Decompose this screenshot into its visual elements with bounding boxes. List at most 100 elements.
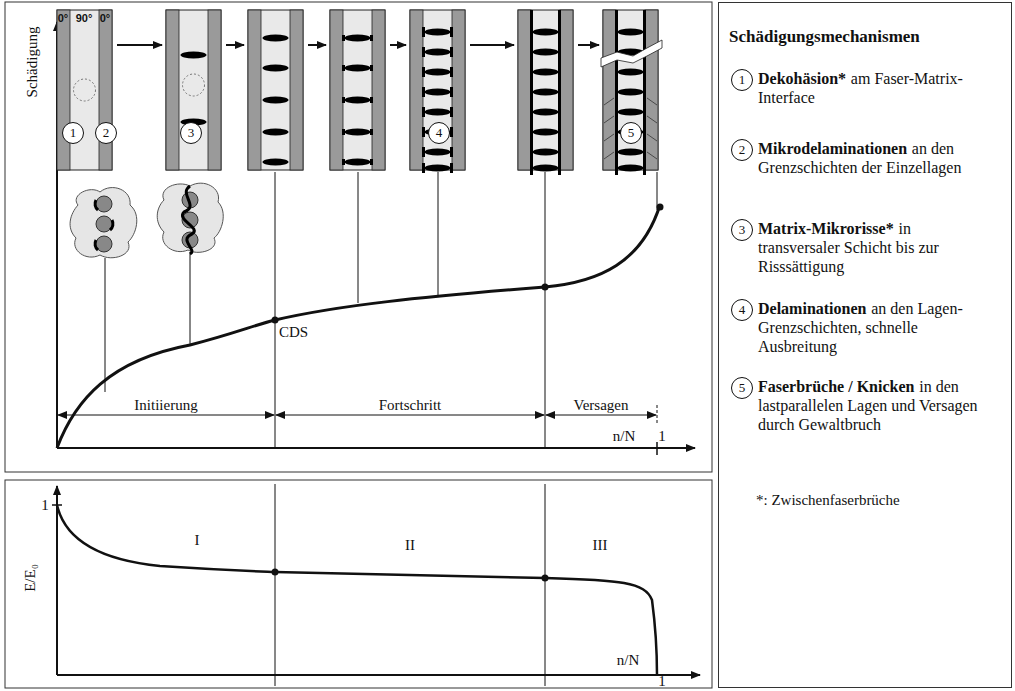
ply-0 — [248, 10, 261, 170]
sequence-arrow — [226, 44, 244, 46]
matrix-crack — [425, 49, 451, 56]
leader-line — [438, 172, 439, 297]
delamination — [422, 163, 425, 173]
matrix-crack — [533, 29, 559, 36]
curve-point — [272, 317, 279, 324]
phase-end — [657, 405, 658, 425]
delamination — [342, 159, 345, 165]
ply-0 — [290, 10, 303, 170]
phase-number: III — [593, 537, 608, 554]
mechanism-title: Delaminationen — [758, 300, 866, 317]
phase-number: II — [405, 537, 415, 554]
phase-label: Initiierung — [132, 397, 199, 414]
matrix-crack — [425, 89, 451, 96]
phase-arrow — [546, 415, 656, 416]
matrix-crack — [533, 49, 559, 56]
matrix-crack — [533, 89, 559, 96]
matrix-crack — [345, 97, 371, 104]
callout-number: 3 — [739, 222, 746, 238]
delamination — [450, 127, 453, 137]
delamination — [422, 147, 425, 157]
callout-circle: 5 — [731, 377, 753, 399]
mechanism-entry: Dekohäsion*am Faser-Matrix-Interface — [758, 69, 993, 107]
phase-line — [275, 172, 276, 448]
specimen — [603, 10, 658, 170]
ply-0 — [410, 10, 423, 170]
ply-0 — [330, 10, 343, 170]
mechanism-entry: Faserbrüche / Knickenin den lastparallel… — [758, 377, 993, 435]
tick — [656, 442, 658, 455]
callout-number: 1 — [739, 72, 746, 88]
fracture — [601, 40, 662, 67]
matrix-crack — [618, 109, 644, 116]
axis-label: Schädigung — [24, 27, 41, 98]
x-axis — [57, 674, 700, 676]
matrix-crack — [425, 165, 451, 172]
callout-number: 5 — [739, 380, 746, 396]
detail-marker — [183, 74, 205, 96]
matrix-crack — [263, 159, 289, 166]
ply-0 — [99, 10, 112, 170]
sequence-arrow — [308, 44, 326, 46]
matrix-crack — [425, 149, 451, 156]
matrix-crack — [263, 97, 289, 104]
matrix-crack — [618, 165, 644, 172]
matrix-crack — [533, 69, 559, 76]
matrix-crack — [618, 149, 644, 156]
footnote: *: Zwischenfaserbrüche — [756, 492, 900, 509]
ply-0 — [452, 10, 465, 170]
x-axis — [57, 447, 695, 449]
delamination — [450, 27, 453, 37]
delamination — [370, 35, 373, 41]
matrix-crack — [618, 29, 644, 36]
delamination — [422, 87, 425, 97]
delamination — [370, 97, 373, 103]
delamination — [370, 65, 373, 71]
specimen — [410, 10, 465, 170]
fibre-kink — [604, 98, 614, 105]
delamination — [615, 10, 618, 170]
phase-line — [275, 484, 276, 686]
ply-0 — [208, 10, 221, 170]
delamination — [450, 67, 453, 77]
matrix-crack — [345, 129, 371, 136]
delamination — [422, 107, 425, 117]
y-axis — [56, 486, 58, 675]
micro-view — [157, 183, 223, 254]
callout-circle: 3 — [731, 219, 753, 241]
matrix-crack — [345, 159, 371, 166]
delamination — [342, 35, 345, 41]
fibre-kink — [604, 116, 614, 123]
ply-0 — [518, 10, 531, 170]
delamination — [450, 107, 453, 117]
sequence-arrow — [390, 44, 406, 46]
panel-frame — [5, 480, 712, 688]
ply-angle: 90° — [76, 12, 93, 24]
callout-number: 2 — [103, 125, 110, 141]
matrix-crack — [181, 52, 207, 59]
matrix-crack — [533, 165, 559, 172]
phase-label: Fortschritt — [377, 397, 444, 414]
delamination — [643, 10, 646, 170]
delamination — [422, 67, 425, 77]
delamination — [558, 10, 561, 170]
callout-circle: 4 — [731, 299, 753, 321]
matrix-crack — [345, 35, 371, 42]
panel-heading: Schädigungsmechanismen — [729, 27, 920, 47]
sequence-arrow — [470, 44, 514, 46]
point-label: CDS — [279, 324, 308, 341]
matrix-crack — [533, 129, 559, 136]
callout-number: 1 — [70, 125, 77, 141]
delamination — [450, 147, 453, 157]
ply-0 — [372, 10, 385, 170]
ply-0 — [57, 10, 70, 170]
callout-circle: 2 — [731, 139, 753, 161]
tick-label: 1 — [41, 497, 49, 514]
phase-number: I — [195, 532, 200, 549]
fibre-kink — [604, 152, 614, 159]
matrix-crack — [533, 149, 559, 156]
ply-angle: 0° — [58, 12, 69, 24]
phase-arrow — [58, 415, 274, 416]
delamination — [422, 47, 425, 57]
